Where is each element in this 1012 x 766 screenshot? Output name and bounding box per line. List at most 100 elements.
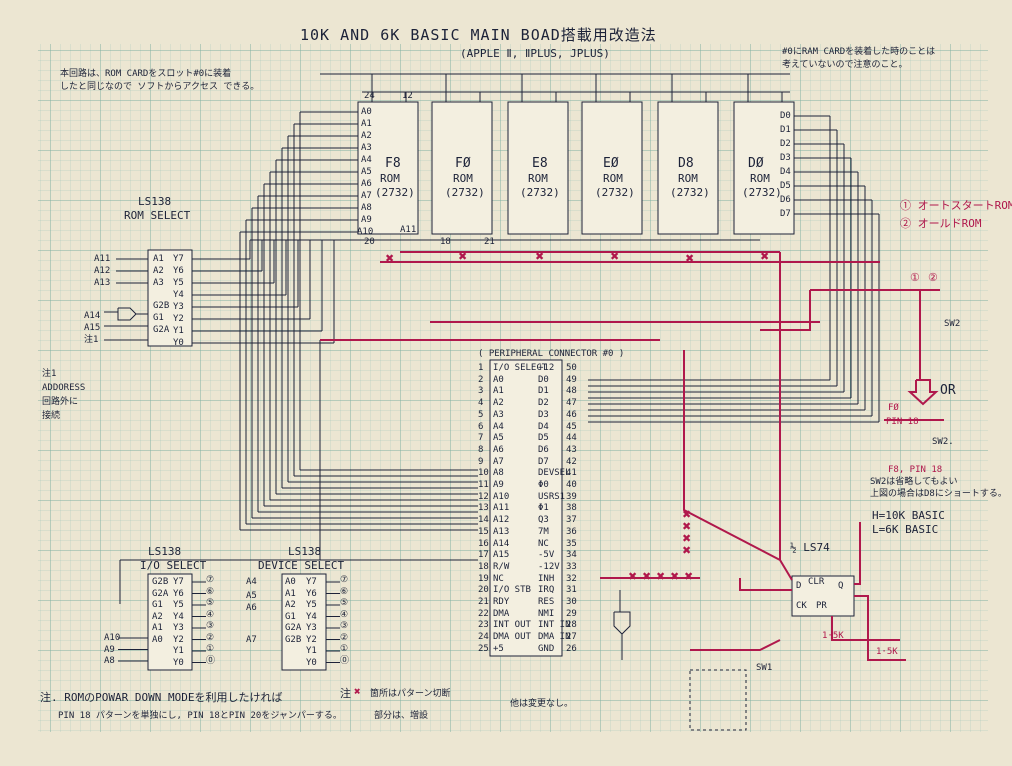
or-arrow [907, 379, 939, 406]
connector-left-pin-label: DMA [493, 608, 510, 619]
device-select-signal: A4 [246, 577, 257, 587]
data-pin-d7: D7 [780, 209, 791, 219]
io-select-circled-output: ⓪ [206, 655, 216, 666]
device-select-input: A2 [285, 600, 296, 610]
rom-select-out-y4: Y4 [173, 290, 184, 300]
connector-right-pin-label: -12V [538, 561, 560, 572]
sw2-position-1: ① [910, 271, 920, 284]
alt-note-title: F8, PIN 18 [888, 465, 943, 475]
data-pin-d3: D3 [780, 153, 791, 163]
io-select-circled-output: ③ [206, 621, 215, 631]
cut-cross-icon: ✖ [682, 520, 691, 533]
device-select-output: Y0 [306, 657, 317, 668]
device-select-circled-output: ⑦ [340, 575, 349, 585]
cut-cross-icon: ✖ [458, 250, 467, 263]
connector-left-pin-number: 3 [478, 386, 484, 397]
rom-e0-type: ROM [603, 172, 623, 185]
connector-left-pin-label: A13 [493, 526, 510, 537]
connector-left-pin-number: 7 [478, 433, 484, 444]
addr-pin-a5: A5 [361, 167, 372, 177]
legend-rom-old: ② オールドROM [900, 217, 982, 230]
connector-right-pin-label: D2 [538, 398, 549, 409]
device-select-output: Y1 [306, 646, 317, 656]
connector-right-pin-number: 38 [566, 503, 577, 514]
addr-pin-a1: A1 [361, 119, 372, 129]
basic-select-low: L=6K BASIC [872, 523, 939, 536]
cut-cross-icon: ✖ [684, 570, 693, 583]
connector-right-pin-number: 45 [566, 421, 577, 432]
connector-left-pin-label: A5 [493, 433, 504, 444]
sw1-label: SW1 [756, 663, 773, 673]
inh-link [683, 350, 793, 581]
device-select-output: Y4 [306, 611, 317, 622]
connector-right-pin-number: 31 [566, 585, 577, 596]
note-topleft-1: 本回路は、ROM CARDをスロット#0に装着 [60, 69, 232, 79]
connector-right-pin-label: D5 [538, 433, 549, 444]
connector-left-pin-number: 14 [478, 515, 489, 526]
sw1-box [689, 669, 747, 731]
connector-left-pin-label: I/O SELECT [493, 363, 548, 373]
device-select-output: Y7 [306, 577, 317, 587]
cut-cross-icon: ✖ [354, 685, 361, 698]
resistor-1-value: 1·5K [822, 631, 844, 641]
connector-left-pin-number: 25 [478, 643, 489, 654]
rom-f0-part: (2732) [445, 186, 485, 199]
connector-right-pin-label: NC [538, 538, 549, 549]
cut-cross-icon: ✖ [670, 570, 679, 583]
alt-note-2: 上図の場合はD8にショートする。 [870, 489, 1007, 499]
device-select-signal: A7 [246, 635, 257, 645]
connector-left-pin-number: 24 [478, 632, 489, 643]
connector-right-pin-label: DMA IN [538, 632, 571, 643]
cut-cross-icon: ✖ [682, 544, 691, 557]
connector-left-pin-number: 6 [478, 421, 484, 432]
io-select-circled-output: ⑦ [206, 575, 215, 585]
connector-left-pin-label: A11 [493, 503, 510, 514]
nand-gate [613, 611, 631, 635]
footnote-2: PIN 18 パターンを単独にし, PIN 18とPIN 20をジャンパーする。 [58, 711, 342, 721]
device-select-output: Y6 [306, 588, 317, 599]
io-select-input: G2A [152, 588, 169, 599]
connector-right-pin-label: GND [538, 643, 555, 654]
connector-right-pin-number: 48 [566, 386, 577, 397]
device-select-label: DEVICE SELECT [258, 559, 345, 572]
device-select-output: Y2 [306, 634, 317, 645]
connector-right-pin-label: D7 [538, 456, 549, 467]
rom-d0-name: DØ [748, 156, 764, 171]
addr-pin-a9: A9 [361, 215, 372, 225]
rom-select-out-y7: Y7 [173, 254, 184, 264]
connector-left-pin-label: A1 [493, 386, 504, 397]
diagram-subtitle: (APPLE Ⅱ, ⅡPLUS, JPLUS) [460, 47, 610, 60]
rom-select-part: LS138 [138, 195, 172, 208]
legend-add-text: 部分は、増設 [374, 711, 429, 721]
connector-left-pin-label: INT OUT [493, 620, 531, 631]
rom-e8-type: ROM [528, 172, 548, 185]
sw2-feed [760, 290, 811, 331]
device-select-signal: A5 [246, 591, 257, 601]
rom-select-out-y5: Y5 [173, 278, 184, 288]
io-select-circled-output: ⑤ [206, 598, 215, 608]
connector-right-pin-number: 28 [566, 620, 577, 631]
resistor-2-value: 1·5K [876, 647, 898, 657]
legend-rom-autostart: ① オートスタートROM [900, 199, 1012, 212]
connector-left-pin-number: 10 [478, 468, 489, 479]
connector-right-pin-label: INT IN [538, 620, 571, 631]
rom-pin-21: 21 [484, 237, 495, 247]
connector-left-pin-number: 19 [478, 573, 489, 584]
note1-4: 接続 [42, 411, 61, 421]
rom-select-out-y1: Y1 [173, 326, 184, 336]
data-pin-d0: D0 [780, 111, 791, 121]
connector-title: ( PERIPHERAL CONNECTOR #0 ) [478, 349, 625, 359]
connector-right-pin-number: 39 [566, 491, 577, 502]
and-gate [117, 307, 137, 321]
connector-left-pin-label: A3 [493, 409, 504, 420]
device-select-circled-output: ④ [340, 609, 349, 620]
footnote-1: 注. ROMのPOWAR DOWN MODEを利用したければ [40, 691, 283, 704]
connector-right-pin-number: 26 [566, 643, 577, 654]
ls74-ck: CK [796, 601, 807, 611]
io-select-circled-output: ① [206, 644, 215, 654]
r2-wire [854, 595, 906, 661]
io-select-signal: A10 [104, 633, 121, 643]
ls74-label: ½ LS74 [790, 541, 830, 554]
connector-left-pin-number: 12 [478, 491, 489, 502]
connector-left-pin-number: 20 [478, 585, 489, 596]
